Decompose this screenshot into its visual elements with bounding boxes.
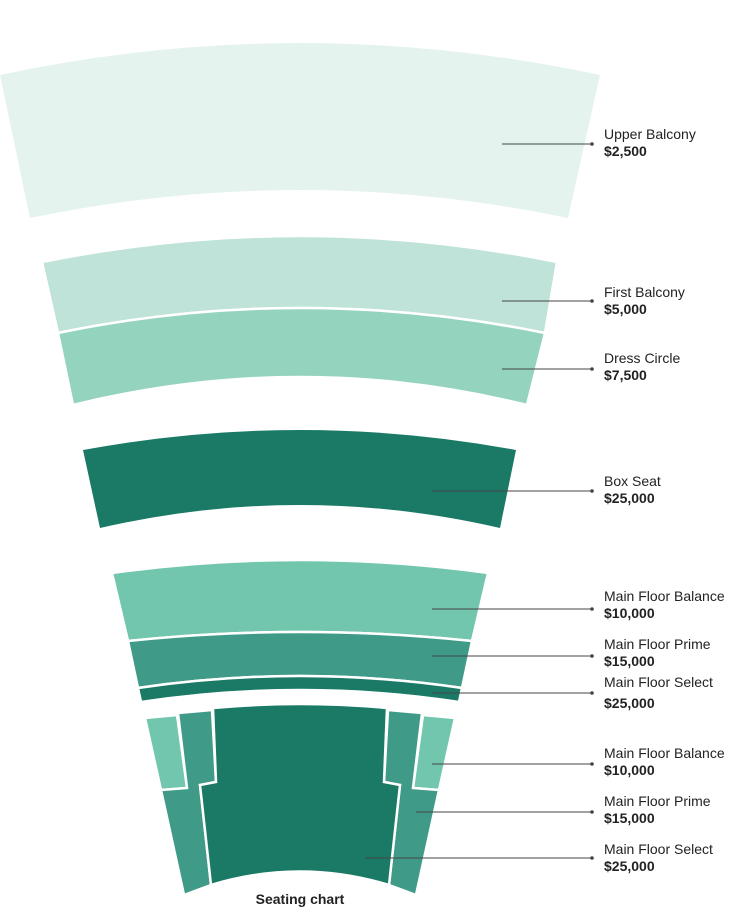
section-name: Main Floor Prime [604, 793, 711, 809]
label-main-floor-balance-upper: Main Floor Balance$10,000 [604, 588, 725, 622]
label-main-floor-select-upper: Main Floor Select $25,000 [604, 674, 713, 712]
chart-caption: Seating chart [255, 891, 345, 907]
label-dress-circle: Dress Circle$7,500 [604, 350, 680, 384]
section-name: First Balcony [604, 284, 685, 300]
section-box-seat[interactable] [83, 430, 516, 528]
section-price: $25,000 [604, 695, 655, 711]
section-price: $10,000 [604, 762, 655, 778]
section-name: Main Floor Select [604, 674, 713, 690]
section-upper-balcony[interactable] [0, 43, 600, 218]
section-name: Main Floor Select [604, 841, 713, 857]
section-main-floor-balance-upper[interactable] [110, 558, 490, 643]
section-name: Main Floor Prime [604, 636, 711, 652]
section-price: $25,000 [604, 858, 655, 874]
section-name: Upper Balcony [604, 126, 696, 142]
label-main-floor-select-lower: Main Floor Select$25,000 [604, 841, 713, 875]
section-price: $15,000 [604, 810, 655, 826]
section-name: Box Seat [604, 473, 661, 489]
label-box-seat: Box Seat$25,000 [604, 473, 661, 507]
section-name: Main Floor Balance [604, 745, 725, 761]
section-main-floor-select-center[interactable] [198, 702, 402, 887]
label-first-balcony: First Balcony$5,000 [604, 284, 685, 318]
section-name: Dress Circle [604, 350, 681, 366]
label-main-floor-prime-upper: Main Floor Prime$15,000 [604, 636, 711, 670]
section-dress-circle[interactable] [56, 306, 547, 407]
section-price: $2,500 [604, 143, 647, 159]
label-upper-balcony: Upper Balcony$2,500 [604, 126, 696, 160]
section-price: $5,000 [604, 301, 647, 317]
section-price: $7,500 [604, 367, 647, 383]
section-main-floor-select-upper[interactable] [136, 674, 464, 704]
section-price: $10,000 [604, 605, 655, 621]
section-name: Main Floor Balance [604, 588, 725, 604]
leader-lines [365, 142, 594, 860]
section-price: $15,000 [604, 653, 655, 669]
label-main-floor-balance-lower: Main Floor Balance$10,000 [604, 745, 725, 779]
label-main-floor-prime-lower: Main Floor Prime$15,000 [604, 793, 711, 827]
section-price: $25,000 [604, 490, 655, 506]
